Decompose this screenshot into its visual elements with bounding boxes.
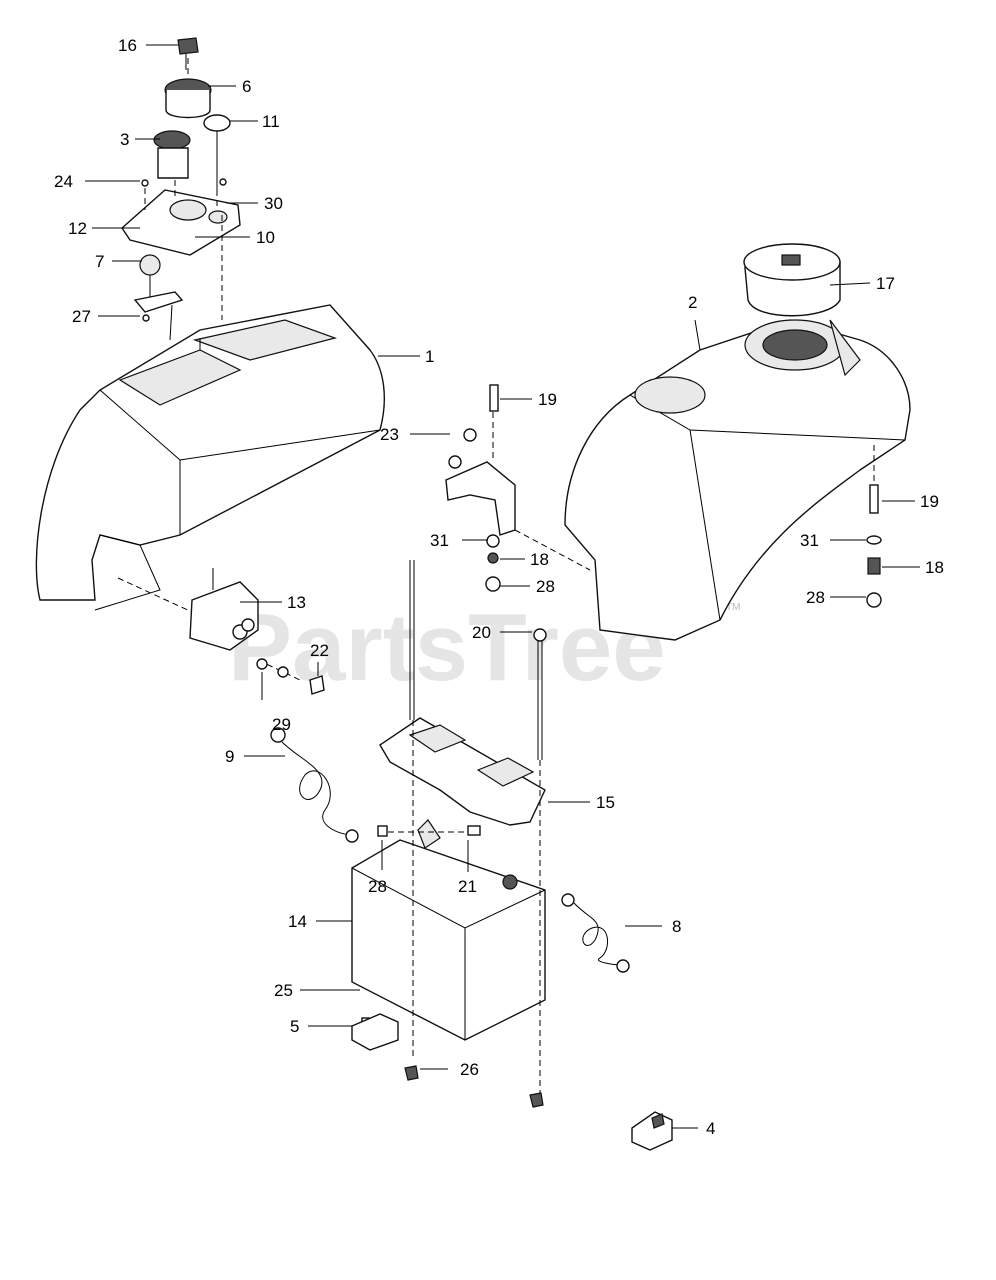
- part-fuel-tank: [564, 319, 911, 641]
- leader-lines: [85, 44, 920, 1129]
- callout-4: 4: [706, 1119, 715, 1138]
- callout-31b: 31: [800, 531, 819, 550]
- callout-29: 29: [272, 715, 291, 734]
- nut-28c: [377, 825, 388, 837]
- callout-2: 2: [688, 293, 697, 312]
- callout-5: 5: [290, 1017, 299, 1036]
- callout-24: 24: [54, 172, 73, 191]
- washer-31b: [866, 535, 882, 545]
- washer-29b: [277, 666, 289, 678]
- nut-27: [142, 314, 150, 322]
- callout-23: 23: [380, 425, 399, 444]
- part-fuel-cap: [743, 243, 841, 317]
- part-key: [177, 37, 199, 70]
- washer-29a: [256, 658, 268, 670]
- part-cable-9: [270, 727, 359, 843]
- part-console-housing: [35, 304, 385, 611]
- callout-22: 22: [310, 641, 329, 660]
- callout-26: 26: [460, 1060, 479, 1079]
- callout-7: 7: [95, 252, 104, 271]
- callout-labels: 16 6 11 3 24 30 12 10 7 27 1 2 17 19 23 …: [54, 36, 944, 1138]
- callout-9: 9: [225, 747, 234, 766]
- callout-8: 8: [672, 917, 681, 936]
- bolt-22: [309, 675, 325, 695]
- watermark-trademark: TM: [726, 602, 740, 613]
- part-switch-3: [153, 130, 191, 179]
- callout-28a: 28: [536, 577, 555, 596]
- callout-11: 11: [262, 112, 280, 131]
- callout-25: 25: [274, 981, 293, 1000]
- callout-15: 15: [596, 793, 615, 812]
- callout-27: 27: [72, 307, 91, 326]
- callout-18a: 18: [530, 550, 549, 569]
- callout-12: 12: [68, 219, 87, 238]
- callout-3: 3: [120, 130, 129, 149]
- callout-18b: 18: [925, 558, 944, 577]
- part-cable-8: [561, 893, 630, 973]
- callout-6: 6: [242, 77, 251, 96]
- part-throttle-knob-11: [203, 114, 231, 190]
- nut-28a: [485, 576, 501, 592]
- part-switch-4: [631, 1111, 673, 1151]
- callout-19a: 19: [538, 390, 557, 409]
- callout-10: 10: [256, 228, 275, 247]
- part-switch-5: [351, 1013, 399, 1051]
- part-knob-7: [139, 254, 161, 300]
- part-bracket-23: [445, 384, 516, 536]
- callout-19b: 19: [920, 492, 939, 511]
- clip-26a: [404, 1065, 419, 1081]
- washer-31a: [486, 534, 500, 548]
- nut-28b: [866, 592, 882, 608]
- callout-30: 30: [264, 194, 283, 213]
- callout-17: 17: [876, 274, 895, 293]
- part-bracket-13: [189, 568, 259, 651]
- callout-28b: 28: [806, 588, 825, 607]
- watermark-text: PartsTree: [228, 594, 666, 701]
- callout-31a: 31: [430, 531, 449, 550]
- stud-19b: [869, 484, 879, 514]
- part-ignition-switch: [164, 78, 212, 119]
- callout-1: 1: [425, 347, 434, 366]
- screw-30: [219, 178, 227, 186]
- callout-13: 13: [287, 593, 306, 612]
- part-control-panel-12: [121, 189, 241, 256]
- bolt-21: [467, 825, 481, 836]
- callout-20: 20: [472, 623, 491, 642]
- part-battery-holddown-15: [379, 717, 546, 826]
- part-battery-14: [351, 819, 546, 1041]
- callout-28c: 28: [368, 877, 387, 896]
- callout-14: 14: [288, 912, 307, 931]
- callout-16: 16: [118, 36, 137, 55]
- clip-26b: [529, 1092, 544, 1108]
- nut-18a: [487, 552, 499, 564]
- callout-21: 21: [458, 877, 477, 896]
- spring-18b: [867, 557, 881, 575]
- screw-24: [141, 179, 149, 187]
- part-linkage-27: [133, 291, 184, 341]
